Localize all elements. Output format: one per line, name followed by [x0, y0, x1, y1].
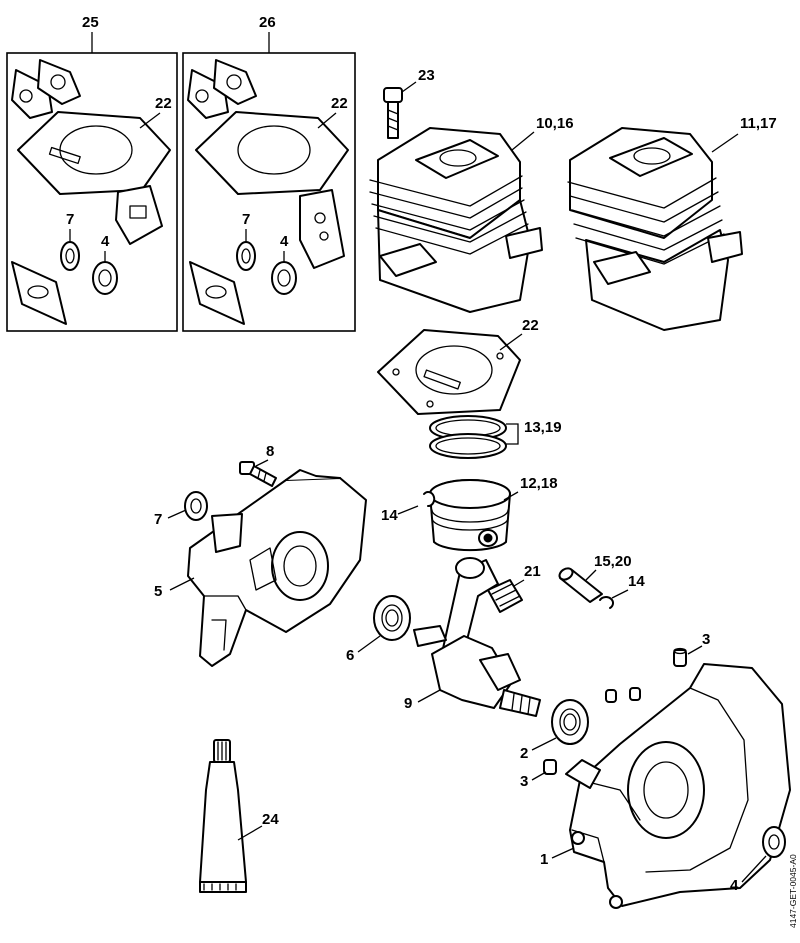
callout-3-bottom: 3 — [520, 773, 528, 790]
callout-22-main: 22 — [522, 317, 539, 334]
piston-rings-13-19[interactable]: 13,19 — [429, 415, 562, 459]
drawing-code: 4147-GET-0045-A0 — [788, 854, 798, 928]
kit25-small-gasket-b — [37, 59, 81, 105]
kit26-small-gasket-b — [213, 59, 257, 105]
callout-7-kit25: 7 — [66, 211, 74, 228]
callout-23: 23 — [418, 67, 435, 84]
callout-7-kit26: 7 — [242, 211, 250, 228]
callout-24: 24 — [262, 811, 279, 828]
callout-11-17: 11,17 — [740, 115, 777, 132]
kit26-oil-seal-4 — [271, 261, 297, 295]
callout-4-kit26: 4 — [280, 233, 289, 250]
callout-7-main: 7 — [154, 511, 162, 528]
callout-4-kit25: 4 — [101, 233, 110, 250]
dowel-sleeve-3-bottom[interactable]: 3 — [520, 759, 557, 790]
gasket-kit-26[interactable]: 26 22 7 4 — [182, 14, 356, 332]
callout-1: 1 — [540, 851, 548, 868]
kit26-cylinder-gasket — [195, 111, 349, 195]
callout-15-20: 15,20 — [594, 553, 632, 570]
crankshaft-9[interactable]: 9 — [404, 557, 541, 717]
cylinder-gasket-22[interactable]: 22 — [377, 317, 539, 415]
callout-5: 5 — [154, 583, 162, 600]
piston-12-18[interactable]: 12,18 — [429, 475, 558, 552]
cylinder-assembly-11-17[interactable]: 11,17 — [567, 115, 777, 331]
callout-21: 21 — [524, 563, 541, 580]
dowel-sleeve-3-top[interactable]: 3 — [673, 631, 710, 667]
dowel-sleeves-crankcase — [605, 687, 641, 703]
callout-26: 26 — [259, 14, 276, 31]
kit26-oil-seal-7 — [236, 241, 256, 271]
piston-pin-15-20[interactable]: 15,20 — [557, 553, 632, 603]
crankcase-half-1[interactable]: 1 4 — [540, 663, 791, 909]
callout-13-19: 13,19 — [524, 419, 562, 436]
callout-8: 8 — [266, 443, 274, 460]
screw-8[interactable]: 8 — [239, 443, 277, 487]
kit26-intake-gasket — [299, 189, 345, 269]
callout-14-left: 14 — [381, 507, 398, 524]
callout-10-16: 10,16 — [536, 115, 574, 132]
callout-9: 9 — [404, 695, 412, 712]
callout-14-right: 14 — [628, 573, 645, 590]
callout-4-main: 4 — [730, 877, 739, 894]
oil-seal-7[interactable]: 7 — [154, 491, 208, 528]
callout-22-kit25: 22 — [155, 95, 172, 112]
kit25-cylinder-gasket — [17, 111, 171, 195]
kit25-oil-seal-7 — [60, 241, 80, 271]
kit26-exhaust-gasket — [189, 261, 245, 325]
piston-pin-circlip-14-right[interactable]: 14 — [599, 573, 645, 609]
callout-6: 6 — [346, 647, 354, 664]
gasket-kit-25[interactable]: 25 22 7 4 — [6, 14, 178, 332]
callout-2: 2 — [520, 745, 528, 762]
piston-pin-circlip-14-left[interactable]: 14 — [381, 491, 436, 524]
needle-cage-21[interactable]: 21 — [487, 563, 541, 613]
kit25-oil-seal-4 — [92, 261, 118, 295]
cylinder-screw-23[interactable]: 23 — [383, 67, 435, 139]
callout-3-top: 3 — [702, 631, 710, 648]
ball-bearing-2[interactable]: 2 — [520, 699, 589, 762]
callout-12-18: 12,18 — [520, 475, 558, 492]
kit25-intake-gasket — [115, 185, 163, 245]
callout-25: 25 — [82, 14, 99, 31]
grease-tube-24[interactable]: 24 — [199, 739, 279, 893]
crankcase-half-5[interactable]: 5 — [154, 469, 367, 667]
ball-bearing-6[interactable]: 6 — [346, 595, 411, 664]
kit25-exhaust-gasket — [11, 261, 67, 325]
callout-22-kit26: 22 — [331, 95, 348, 112]
cylinder-assembly-10-16[interactable]: 10,16 — [369, 115, 574, 313]
